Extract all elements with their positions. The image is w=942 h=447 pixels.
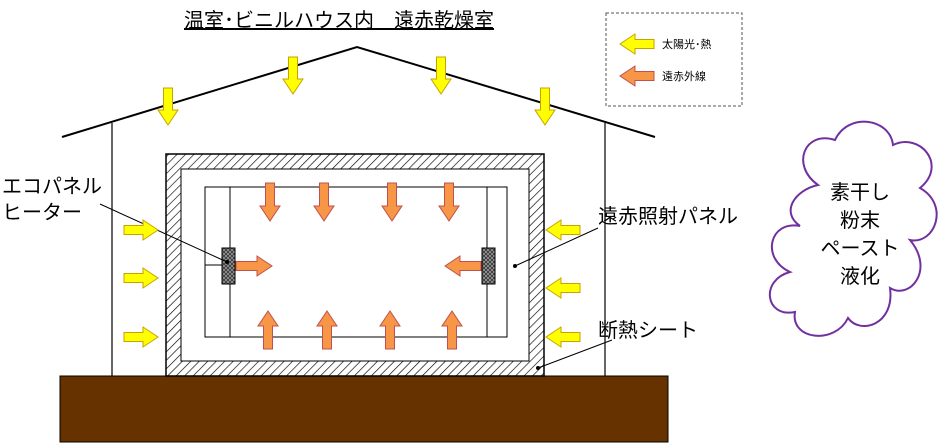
cloud-text: 素干し 粉末 ペースト 液化 (805, 178, 915, 290)
infrared-arrow-icon (379, 310, 401, 350)
infrared-arrow-icon (444, 255, 482, 277)
far-infrared-panel-label: 遠赤照射パネル (598, 204, 738, 228)
infrared-arrow-icon (381, 182, 403, 222)
sunlight-arrow-icon (157, 87, 179, 126)
infrared-arrow-icon (441, 310, 463, 350)
ground (59, 375, 669, 443)
cloud-line: 粉末 (840, 208, 880, 232)
sunlight-arrow-icon (123, 267, 159, 289)
sunlight-arrow-icon (123, 219, 159, 241)
sunlight-arrow-icon (282, 56, 304, 95)
cloud-line: 液化 (840, 264, 880, 288)
infrared-arrow-icon (316, 310, 338, 350)
sunlight-arrow-icon (123, 326, 159, 348)
leader-dot (513, 264, 517, 268)
leader-dot (536, 366, 540, 370)
sunlight-arrow-icon (545, 326, 581, 348)
infrared-arrow-icon (257, 310, 279, 350)
house-roof (61, 45, 656, 138)
infrared-arrow-icon (313, 182, 335, 222)
heater-left (221, 247, 236, 285)
sunlight-arrow-icon (430, 56, 452, 95)
infrared-arrow-icon (438, 182, 460, 222)
insulation-sheet-label: 断熱シート (598, 318, 698, 342)
leader-dot (225, 260, 229, 264)
infrared-arrow-group (235, 65, 655, 350)
far-infrared-panel (204, 186, 508, 338)
legend-infrared-arrow-icon (619, 65, 655, 87)
leader-lines (99, 203, 613, 369)
cloud-shape (769, 120, 938, 337)
sunlight-arrow-group (123, 33, 655, 348)
infrared-arrow-icon (259, 182, 281, 222)
infrared-arrow-icon (235, 255, 273, 277)
sunlight-arrow-icon (545, 219, 581, 241)
legend-sunlight-label: 太陽光･熱 (662, 38, 712, 51)
sunlight-arrow-icon (534, 87, 556, 126)
eco-panel-heater-label-line2: ヒーター (2, 200, 82, 224)
eco-panel-heater-label-line1: エコパネル (2, 174, 102, 198)
cloud-line: 素干し (830, 180, 890, 204)
legend-sunlight-arrow-icon (619, 33, 655, 55)
heater-right (481, 247, 496, 285)
sunlight-arrow-icon (545, 277, 581, 299)
cloud-line: ペースト (820, 236, 900, 260)
diagram-title: 温室･ビニルハウス内 遠赤乾燥室 (184, 8, 494, 32)
legend-infrared-label: 遠赤外線 (662, 70, 706, 83)
legend-box (605, 12, 743, 107)
